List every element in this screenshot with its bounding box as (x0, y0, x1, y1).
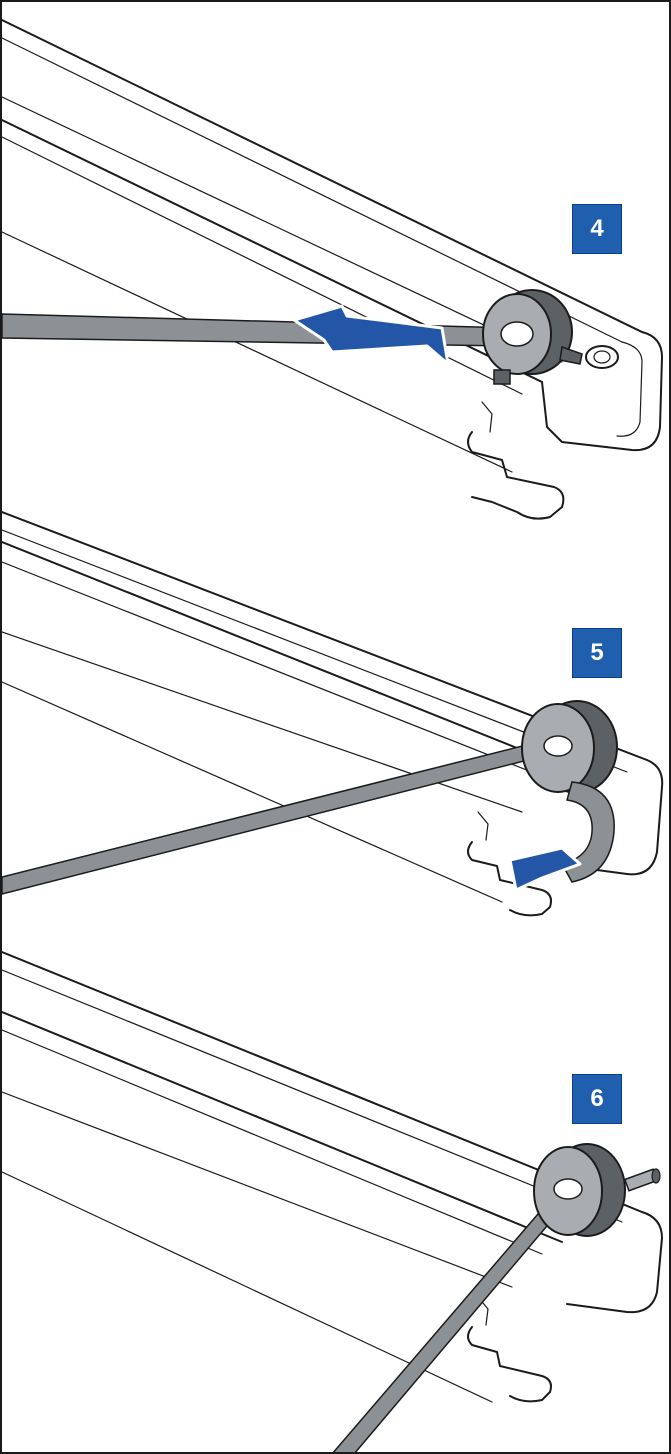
rail-end-bracket (541, 331, 663, 452)
step-badge-5: 5 (572, 628, 622, 678)
rail-slot-tab (467, 431, 565, 520)
rail-top-inner (2, 969, 623, 1223)
step-number: 4 (590, 215, 604, 242)
rail-top-edge (2, 19, 643, 333)
step-badge-6: 6 (572, 1074, 622, 1124)
rail-slot-tab (467, 1326, 552, 1403)
panel-step-6 (2, 942, 669, 1452)
step-badge-4: 4 (572, 204, 622, 254)
rail-channel-line (2, 1091, 513, 1288)
rail-channel-line (2, 96, 563, 363)
step-6-illustration (2, 951, 663, 1452)
panel-step-5 (2, 482, 669, 982)
rotate-arrow-icon (508, 781, 615, 892)
rail-channel-edge (2, 541, 603, 783)
step-5-illustration (2, 511, 664, 917)
screwdriver-icon (332, 1185, 576, 1452)
rail-end-bracket (566, 1211, 663, 1314)
rail-slot-edge (481, 401, 493, 433)
rail-slot-tab (467, 841, 552, 917)
rail-channel-inner (2, 1029, 543, 1255)
rail-top-edge (2, 951, 643, 1213)
rail-end-inner (616, 341, 643, 437)
screwdriver-icon (2, 735, 568, 895)
rail-slot-edge (477, 811, 489, 841)
rail-lower-line (2, 681, 503, 903)
side-hole (585, 345, 619, 369)
step-number: 6 (590, 1085, 604, 1112)
rail-lower-line (2, 231, 513, 473)
rail-end-bracket (581, 759, 664, 876)
knob-icon (521, 700, 618, 794)
knob-icon (533, 1143, 626, 1237)
step-number: 5 (590, 639, 604, 666)
pin-icon (623, 1168, 661, 1192)
panel-step-4 (2, 2, 669, 522)
rail-top-inner (2, 529, 628, 773)
rail-channel-inner (2, 561, 583, 793)
side-hole-inner (593, 350, 611, 364)
knob-icon (482, 289, 583, 385)
rail-channel-edge (2, 1011, 563, 1243)
push-arrow-icon (292, 304, 450, 366)
step-4-illustration (2, 19, 663, 520)
rail-channel-line (2, 631, 523, 813)
